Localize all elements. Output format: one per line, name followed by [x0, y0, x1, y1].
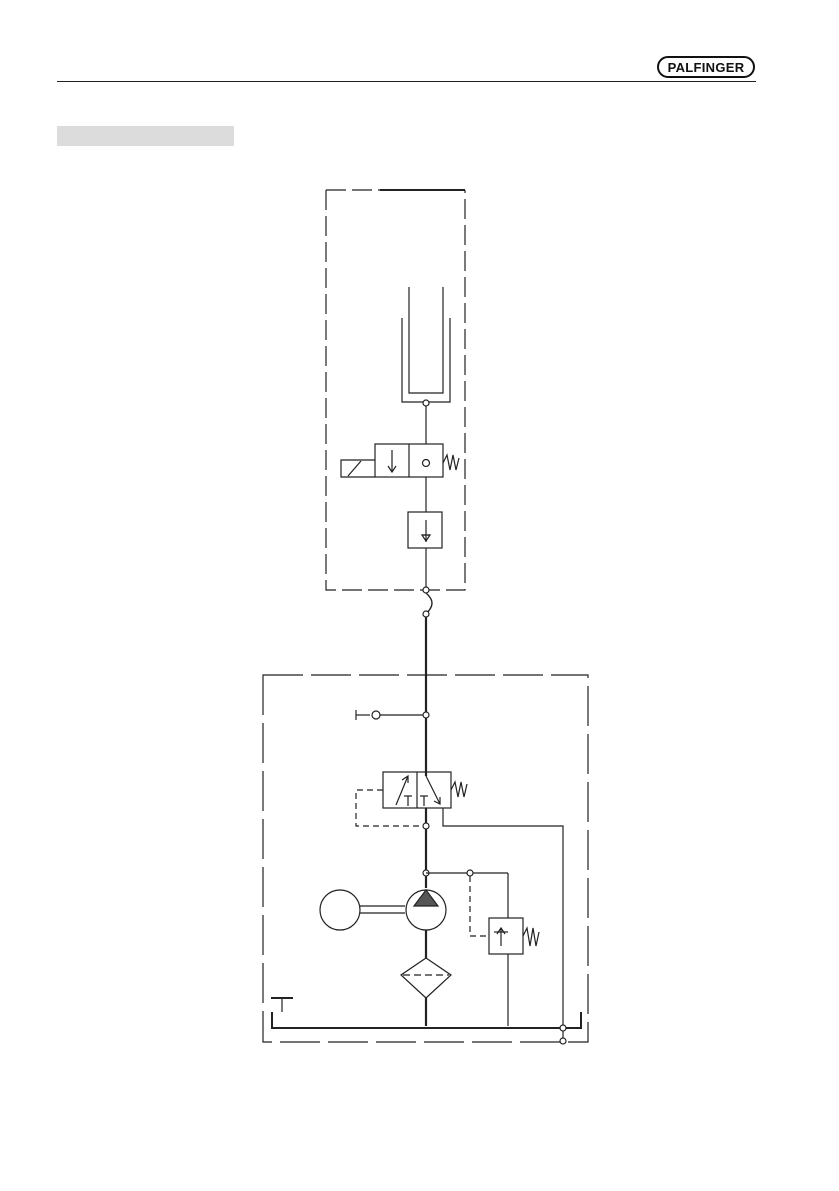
pump-icon [406, 890, 446, 958]
pressure-line [423, 829, 508, 936]
gauge-port-icon [356, 710, 429, 720]
check-valve-icon [408, 512, 442, 590]
solenoid-valve-icon [341, 444, 459, 512]
upper-enclosure [326, 190, 465, 590]
filter-icon [401, 958, 451, 1026]
hose-connection-icon [423, 587, 432, 776]
cylinder-icon [402, 287, 450, 444]
relief-valve-icon [489, 918, 539, 1026]
motor-icon [320, 890, 405, 930]
